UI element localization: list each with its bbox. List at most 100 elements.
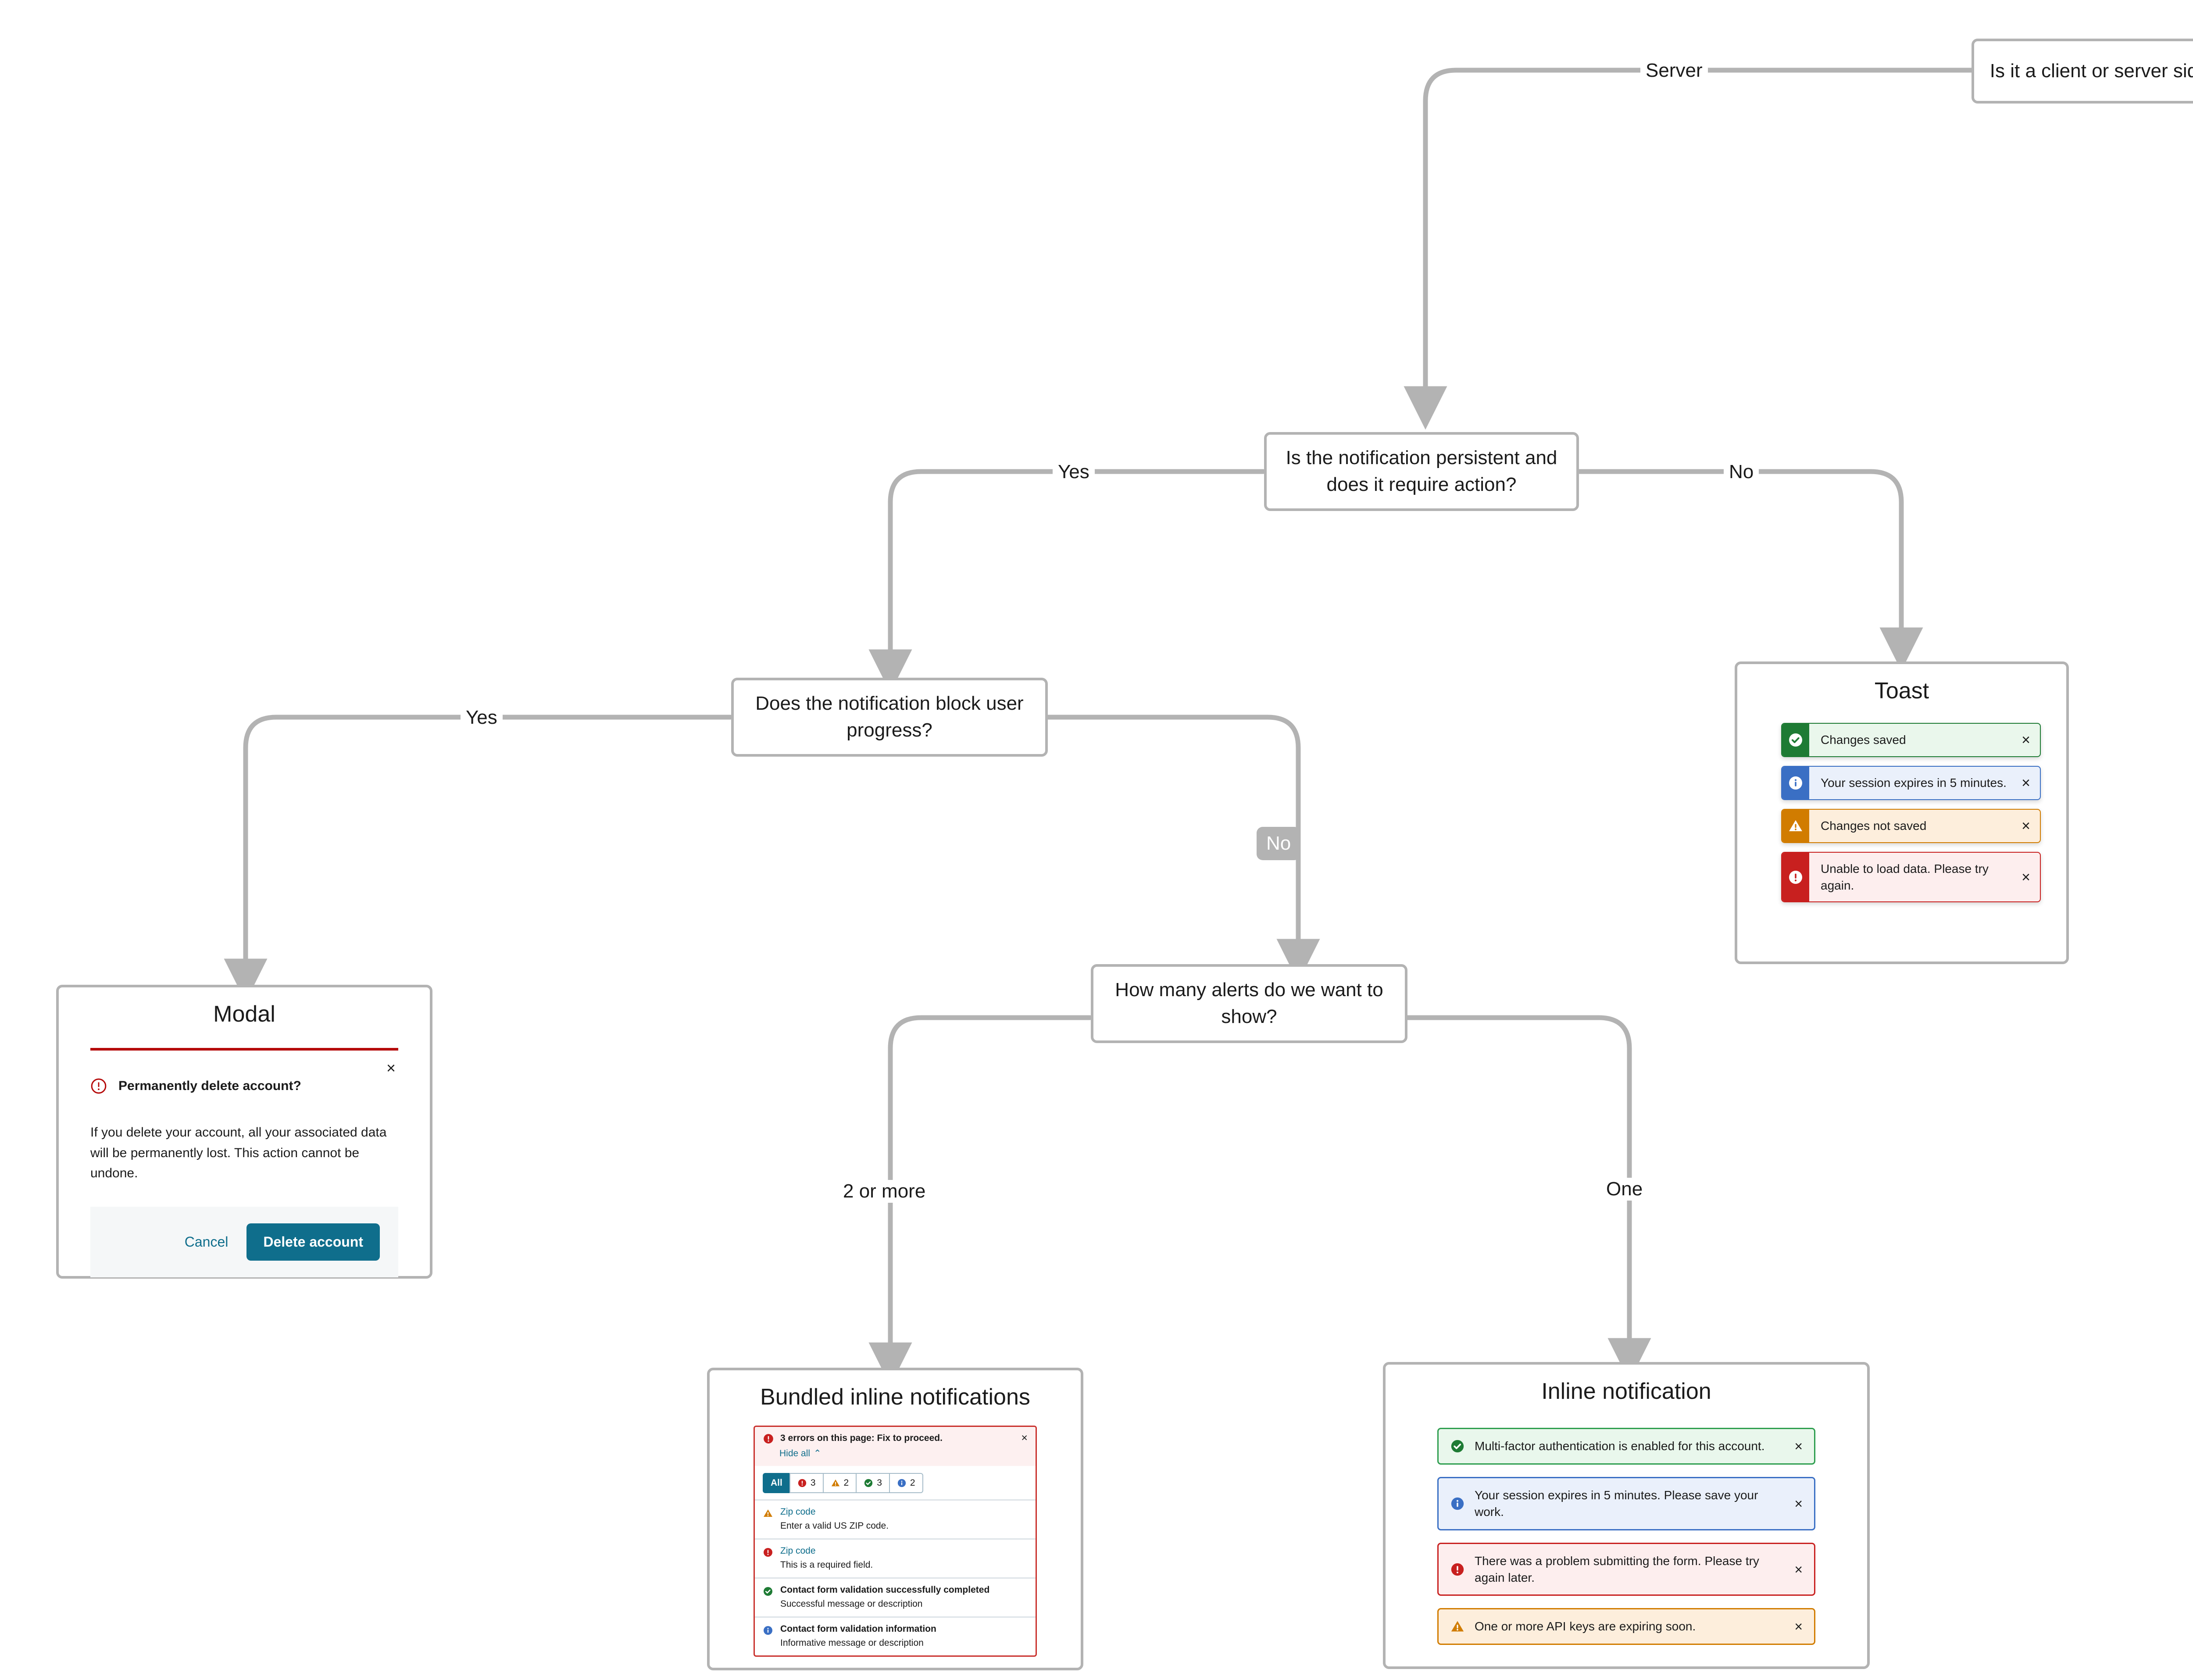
- error-circle-icon: [1450, 1562, 1465, 1577]
- filter-chip-count: 3: [810, 1478, 816, 1488]
- error-circle-icon: [763, 1433, 774, 1444]
- close-icon[interactable]: ×: [1794, 1495, 1803, 1512]
- inline-notification-text: Multi-factor authentication is enabled f…: [1475, 1439, 1765, 1453]
- edge-label-q4-2-or-more: 2 or more: [838, 1180, 931, 1203]
- list-item[interactable]: Zip code Enter a valid US ZIP code.: [755, 1499, 1036, 1538]
- filter-chip-error[interactable]: 3: [789, 1473, 823, 1494]
- info-circle-icon: [897, 1478, 907, 1488]
- list-item-title: Contact form validation information: [780, 1624, 936, 1634]
- toast-status-bar: [1782, 852, 1809, 902]
- inline-notification-item: One or more API keys are expiring soon. …: [1437, 1608, 1815, 1645]
- list-item-desc: Successful message or description: [780, 1599, 923, 1609]
- inline-notification-item: There was a problem submitting the form.…: [1437, 1542, 1815, 1596]
- modal-heading-row: Permanently delete account?: [90, 1078, 398, 1094]
- error-circle-icon: [1788, 869, 1804, 885]
- close-icon[interactable]: ×: [1794, 1561, 1803, 1577]
- toast-status-bar: [1782, 809, 1809, 842]
- filter-chip-success[interactable]: 3: [856, 1473, 889, 1494]
- close-icon[interactable]: ×: [1794, 1438, 1803, 1455]
- warning-triangle-icon: [763, 1508, 773, 1519]
- info-circle-icon: [1788, 775, 1804, 791]
- delete-account-button[interactable]: Delete account: [246, 1223, 380, 1261]
- warning-triangle-icon: [1788, 818, 1804, 834]
- list-item[interactable]: Contact form validation successfully com…: [755, 1577, 1036, 1616]
- toast-text: Your session expires in 5 minutes.: [1821, 776, 2007, 790]
- info-circle-icon: [763, 1625, 773, 1636]
- list-item-desc: This is a required field.: [780, 1560, 873, 1570]
- check-circle-icon: [1788, 732, 1804, 748]
- panel-inline-notification: Inline notification Multi-factor authent…: [1383, 1362, 1870, 1669]
- toast-item: Changes not saved ×: [1781, 808, 2041, 843]
- decision-node-persistent-action[interactable]: Is the notification persistent and does …: [1264, 432, 1579, 511]
- modal-heading: Permanently delete account?: [118, 1079, 301, 1094]
- check-circle-icon: [1450, 1439, 1465, 1454]
- info-circle-icon: [1450, 1496, 1465, 1511]
- bundled-summary-text: 3 errors on this page: Fix to proceed.: [780, 1433, 943, 1444]
- modal-title: Modal: [213, 1001, 275, 1027]
- hide-all-toggle[interactable]: Hide all ⌃: [779, 1448, 1028, 1459]
- check-circle-icon: [763, 1586, 773, 1597]
- filter-chip-count: 2: [910, 1478, 915, 1488]
- close-icon[interactable]: ×: [2022, 775, 2030, 792]
- filter-chip-warning[interactable]: 2: [822, 1473, 856, 1494]
- edge-label-q2-no: No: [1724, 461, 1759, 483]
- list-item-desc: Informative message or description: [780, 1638, 924, 1648]
- inline-notification-text: Your session expires in 5 minutes. Pleas…: [1475, 1488, 1758, 1519]
- panel-toast: Toast Changes saved ×: [1735, 661, 2069, 964]
- inline-notification-item: Your session expires in 5 minutes. Pleas…: [1437, 1477, 1815, 1530]
- decision-node-error-side[interactable]: Is it a client or server side error?: [1972, 39, 2193, 104]
- toast-item: Your session expires in 5 minutes. ×: [1781, 766, 2041, 800]
- modal-footer: Cancel Delete account: [90, 1206, 398, 1277]
- edge-label-server: Server: [1640, 59, 1708, 82]
- chevron-up-icon: ⌃: [814, 1448, 821, 1459]
- toast-status-bar: [1782, 767, 1809, 799]
- inline-notification-list: Multi-factor authentication is enabled f…: [1437, 1428, 1815, 1645]
- inline-notification-text: There was a problem submitting the form.…: [1475, 1554, 1759, 1584]
- panel-modal: Modal × Permanently delete account? If y…: [56, 985, 432, 1279]
- close-icon[interactable]: ×: [1794, 1619, 1803, 1635]
- error-circle-icon: [763, 1547, 773, 1558]
- toast-text: Unable to load data. Please try again.: [1821, 861, 1989, 892]
- toast-title: Toast: [1874, 678, 1929, 704]
- cancel-button[interactable]: Cancel: [182, 1233, 231, 1251]
- filter-chip-count: 2: [843, 1478, 849, 1488]
- list-item[interactable]: Zip code This is a required field.: [755, 1538, 1036, 1577]
- edge-label-q2-yes: Yes: [1053, 461, 1095, 483]
- toast-list: Changes saved × Your session expires in …: [1737, 704, 2066, 903]
- modal-body-text: If you delete your account, all your ass…: [90, 1125, 387, 1181]
- list-item-title: Contact form validation successfully com…: [780, 1585, 990, 1595]
- inline-notification-text: One or more API keys are expiring soon.: [1475, 1619, 1696, 1634]
- toast-text: Changes not saved: [1821, 819, 1927, 833]
- filter-chip-count: 3: [877, 1478, 882, 1488]
- decision-node-blocks-progress[interactable]: Does the notification block user progres…: [731, 678, 1048, 757]
- toast-text: Changes saved: [1821, 733, 1906, 747]
- close-icon[interactable]: ×: [386, 1059, 396, 1077]
- filter-chip-all[interactable]: All: [763, 1473, 789, 1494]
- hide-all-label: Hide all: [779, 1448, 811, 1458]
- bundled-alert: 3 errors on this page: Fix to proceed. ×…: [754, 1426, 1037, 1657]
- list-item-desc: Enter a valid US ZIP code.: [780, 1521, 889, 1531]
- inline-title: Inline notification: [1541, 1379, 1711, 1404]
- close-icon[interactable]: ×: [2022, 732, 2030, 749]
- bundled-title: Bundled inline notifications: [760, 1384, 1030, 1410]
- close-icon[interactable]: ×: [2022, 817, 2030, 834]
- toast-item: Changes saved ×: [1781, 723, 2041, 758]
- edge-label-q3-yes: Yes: [461, 706, 503, 729]
- bundled-filter-chips: All 3 2 3: [755, 1466, 1036, 1499]
- list-item[interactable]: Contact form validation information Info…: [755, 1616, 1036, 1655]
- list-item-title[interactable]: Zip code: [780, 1507, 816, 1517]
- close-icon[interactable]: ×: [2022, 869, 2030, 886]
- warning-triangle-icon: [831, 1478, 840, 1488]
- toast-item: Unable to load data. Please try again. ×: [1781, 851, 2041, 903]
- bundled-alert-header: 3 errors on this page: Fix to proceed. ×…: [755, 1427, 1036, 1466]
- inline-notification-item: Multi-factor authentication is enabled f…: [1437, 1428, 1815, 1465]
- list-item-title[interactable]: Zip code: [780, 1546, 816, 1556]
- warning-triangle-icon: [1450, 1619, 1465, 1634]
- filter-chip-info[interactable]: 2: [889, 1473, 923, 1494]
- close-icon[interactable]: ×: [1021, 1432, 1028, 1444]
- filter-chip-label: All: [771, 1478, 782, 1488]
- edge-label-q3-no: No: [1257, 827, 1301, 860]
- decision-node-alert-count[interactable]: How many alerts do we want to show?: [1091, 964, 1407, 1043]
- toast-status-bar: [1782, 724, 1809, 757]
